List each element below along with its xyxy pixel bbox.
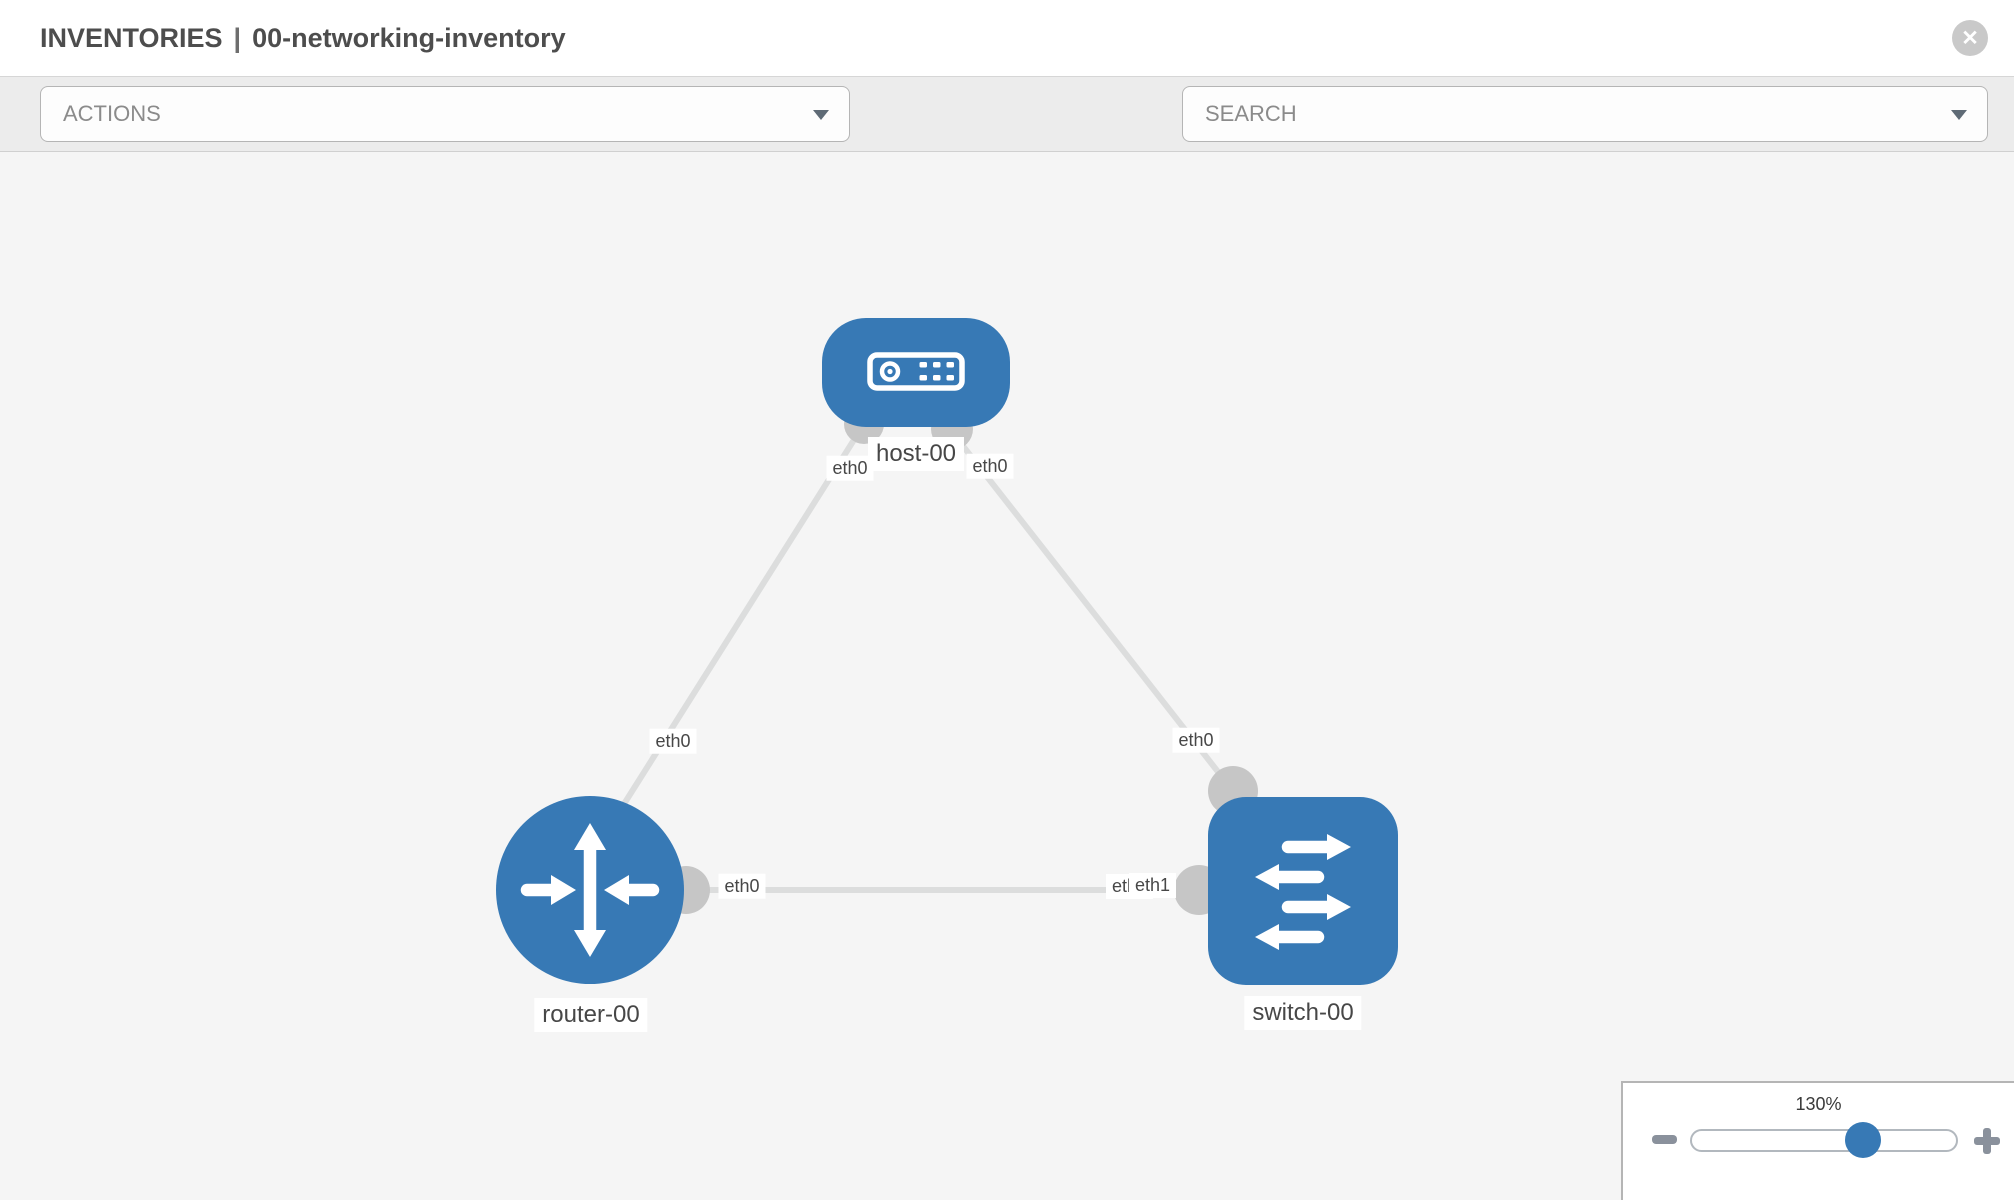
interface-label-router-link-eth0: eth0 bbox=[649, 728, 697, 754]
plus-icon-bar bbox=[1983, 1128, 1991, 1154]
actions-dropdown[interactable]: ACTIONS bbox=[40, 86, 850, 142]
switch-icon bbox=[1255, 834, 1351, 950]
interface-label-switch-top-eth0: eth0 bbox=[1172, 727, 1220, 753]
interface-label-bottom-eth0: eth0 bbox=[718, 873, 766, 899]
node-label-router-00: router-00 bbox=[534, 998, 648, 1032]
panel-header: INVENTORIES | 00-networking-inventory ✕ bbox=[0, 0, 2014, 76]
zoom-out-button[interactable] bbox=[1652, 1135, 1677, 1144]
zoom-in-button[interactable] bbox=[1973, 1127, 2001, 1155]
search-dropdown[interactable]: SEARCH bbox=[1182, 86, 1988, 142]
links-layer bbox=[597, 422, 1236, 893]
chevron-down-icon bbox=[813, 110, 829, 120]
breadcrumb-separator: | bbox=[233, 22, 242, 53]
link-host-router bbox=[597, 422, 867, 844]
close-icon: ✕ bbox=[1961, 26, 1979, 50]
interface-label-host-eth0-left: eth0 bbox=[826, 455, 874, 481]
zoom-level-value: 130% bbox=[1795, 1094, 1842, 1114]
actions-dropdown-label: ACTIONS bbox=[63, 101, 161, 126]
search-dropdown-label: SEARCH bbox=[1205, 101, 1297, 126]
close-button[interactable]: ✕ bbox=[1952, 20, 1988, 56]
topology-canvas[interactable]: host-00 eth0 eth0 eth0 eth0 eth0 eth0 et… bbox=[0, 152, 2014, 1200]
node-label-host-00: host-00 bbox=[867, 437, 965, 471]
host-icon bbox=[867, 352, 965, 391]
interface-label-switch-eth1: eth1 bbox=[1129, 873, 1177, 898]
zoom-slider-track[interactable] bbox=[1690, 1129, 1958, 1152]
topology-svg[interactable] bbox=[0, 152, 2014, 1200]
router-icon bbox=[520, 823, 660, 957]
node-label-switch-00: switch-00 bbox=[1244, 996, 1362, 1030]
page-title: INVENTORIES | 00-networking-inventory bbox=[40, 23, 566, 54]
interface-label-host-eth0-right: eth0 bbox=[966, 453, 1014, 479]
chevron-down-icon bbox=[1951, 110, 1967, 120]
ports-layer bbox=[662, 404, 1258, 915]
breadcrumb-section: INVENTORIES bbox=[40, 22, 223, 53]
zoom-control-panel: 130% bbox=[1621, 1081, 2014, 1200]
node-host-00[interactable] bbox=[822, 318, 1010, 427]
node-switch-00[interactable] bbox=[1208, 797, 1398, 985]
inventory-name: 00-networking-inventory bbox=[252, 22, 566, 53]
node-router-00[interactable] bbox=[496, 796, 684, 984]
zoom-slider-thumb[interactable] bbox=[1845, 1122, 1881, 1158]
toolbar: ACTIONS SEARCH bbox=[0, 76, 2014, 204]
